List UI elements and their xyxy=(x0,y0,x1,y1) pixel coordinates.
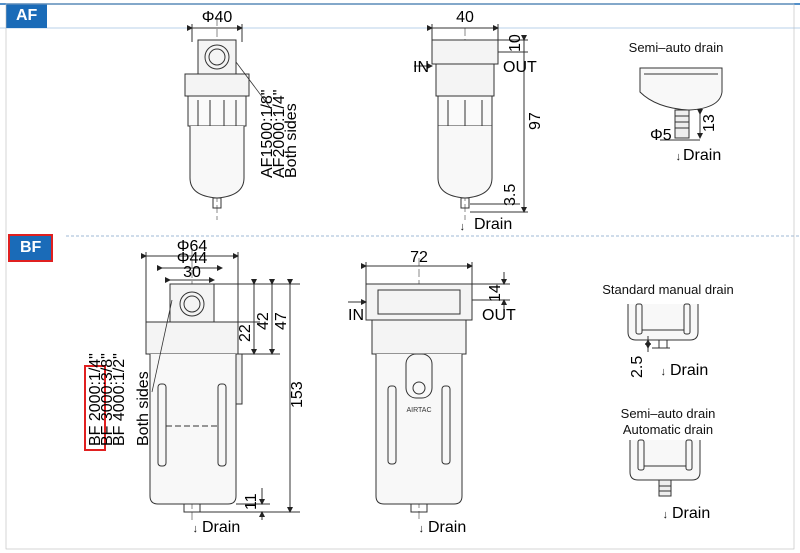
bf-phi64-dim: Φ64 xyxy=(177,238,208,255)
af-semi-auto-title: Semi–auto drain xyxy=(629,40,724,55)
bf-semi-title-2: Automatic drain xyxy=(623,422,713,437)
af-dim97: 97 xyxy=(527,112,544,130)
bf-drain-left-arrow: ↓ xyxy=(193,523,199,535)
bf-semi-drain-label: Drain xyxy=(672,505,710,522)
bf-dim42: 42 xyxy=(255,312,272,330)
af-semi-auto-drain-detail xyxy=(639,67,723,141)
bf-drain-mid-label: Drain xyxy=(428,519,466,536)
bf2000-highlight-box xyxy=(84,365,106,451)
bf-dim14: 14 xyxy=(487,284,504,302)
bf-section-tab[interactable]: BF xyxy=(7,234,54,262)
bf-port-note-4: Both sides xyxy=(135,371,152,446)
af-semi-drain-label: Drain xyxy=(683,147,721,164)
bf-out-label: OUT xyxy=(482,307,516,324)
af-out-label: OUT xyxy=(503,59,537,76)
af-dim10: 10 xyxy=(507,34,524,52)
bf-standard-manual-drain-detail xyxy=(627,303,699,352)
af-phi40-dim: Φ40 xyxy=(202,9,233,26)
bf-front-view xyxy=(141,248,300,520)
af-port-note: AF1500:1/8" AF2000:1/4" Both sides xyxy=(259,90,300,178)
bf-in-label: IN xyxy=(348,307,364,324)
bf-std-manual-title: Standard manual drain xyxy=(602,282,734,297)
bf-dim72: 72 xyxy=(410,249,428,266)
bf-port-note-2: BF 3000:3/8" xyxy=(99,353,116,446)
bf-drain-mid-arrow: ↓ xyxy=(419,523,425,535)
airtac-brand-logo: AIRTAC xyxy=(406,407,431,414)
af-side-view xyxy=(414,24,528,220)
bf-port-note-3: BF 4000:1/2" xyxy=(111,353,128,446)
af-in-label: IN xyxy=(413,59,429,76)
bf-dim22: 22 xyxy=(237,324,254,342)
bf-semi-title-1: Semi–auto drain xyxy=(621,406,716,421)
bf-std-drain-arrow: ↓ xyxy=(661,366,667,378)
af-front-view xyxy=(184,18,273,220)
bf-phi44-dim: Φ44 xyxy=(177,250,208,267)
bf-semi-auto-drain-detail xyxy=(629,439,701,497)
bf-dim47: 47 xyxy=(273,312,290,330)
bf-dim30: 30 xyxy=(183,264,201,281)
af-port-note-3: Both sides xyxy=(283,103,300,178)
af-port-note-2: AF2000:1/4" xyxy=(271,90,288,178)
af-dim3-5: 3.5 xyxy=(502,184,519,206)
bf-semi-drain-arrow: ↓ xyxy=(663,509,669,521)
af-port-note-1: AF1500:1/8" xyxy=(259,90,276,178)
af-section-tab[interactable]: AF xyxy=(6,4,48,28)
bf-std-drain-label: Drain xyxy=(670,362,708,379)
bf-dim153: 153 xyxy=(289,381,306,408)
af-dim13: 13 xyxy=(701,114,718,132)
af-drain-label: Drain xyxy=(474,216,512,233)
af-drain-arrow: ↓ xyxy=(460,221,466,233)
af-dim40: 40 xyxy=(456,9,474,26)
af-phi5-dim: Φ5 xyxy=(650,127,672,144)
bf-port-note-1: BF 2000:1/4" xyxy=(87,353,104,446)
bf-port-note: BF 2000:1/4" BF 3000:3/8" BF 4000:1/2" B… xyxy=(87,353,152,446)
bf-side-view xyxy=(348,258,510,520)
bf-dim11: 11 xyxy=(243,493,260,510)
bf-dim2-5: 2.5 xyxy=(629,356,646,378)
af-semi-drain-arrow: ↓ xyxy=(676,151,682,163)
bf-drain-left-label: Drain xyxy=(202,519,240,536)
